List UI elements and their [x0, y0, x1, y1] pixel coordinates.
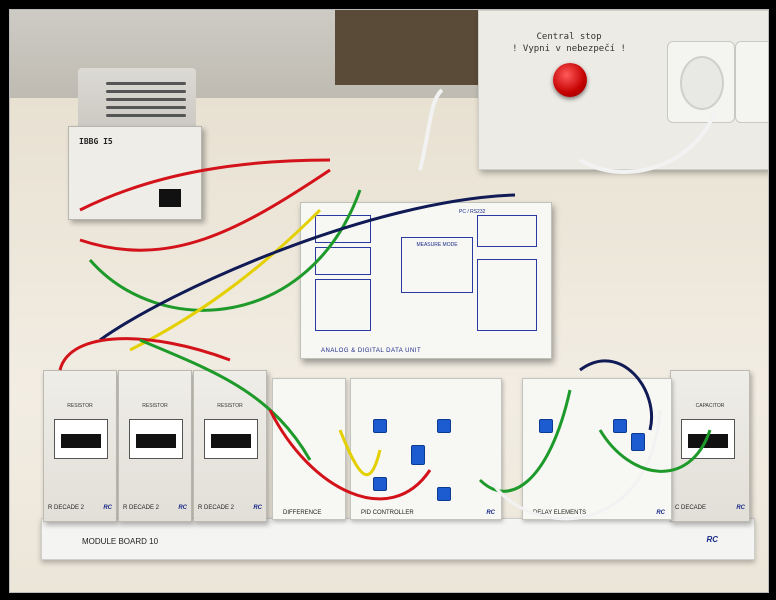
patch-wires [58, 88, 717, 521]
red-wire [79, 158, 331, 212]
decade-rc-logo: RC [736, 505, 745, 511]
daq-tag: PC / RS232 [459, 209, 486, 215]
module-rc-logo: RC [486, 510, 495, 516]
green-wire [139, 338, 312, 461]
decade-dial[interactable] [211, 434, 251, 448]
potentiometer[interactable] [373, 419, 387, 433]
decade-title: RESISTOR [217, 403, 243, 409]
red-wire [268, 409, 432, 501]
control-cabinet: Central stop ! Vypni v nebezpečí ! [478, 10, 768, 170]
module-name: PID CONTROLLER [361, 510, 414, 516]
delay-elements-module: DELAY ELEMENTS RC [522, 378, 672, 520]
decade-name: R DECADE 2 [48, 505, 85, 511]
module-rc-logo: RC [656, 510, 665, 516]
yellow-wire [338, 429, 382, 476]
potentiometer[interactable] [613, 419, 627, 433]
green-wire [88, 189, 362, 312]
photo-frame: Central stop ! Vypni v nebezpečí ! IBBG … [9, 9, 769, 593]
power-socket-left [667, 41, 735, 123]
daq-block [477, 259, 537, 331]
vent [106, 82, 186, 85]
pid-controller-module: PID CONTROLLER RC [350, 378, 502, 520]
daq-center-label: MEASURE MODE [416, 242, 458, 248]
psu-power-switch[interactable] [159, 189, 181, 207]
navy-wire [99, 193, 516, 342]
board-label: MODULE BOARD 10 [82, 537, 159, 546]
potentiometer[interactable] [373, 477, 387, 491]
decade-dial[interactable] [688, 434, 728, 448]
module-name: DELAY ELEMENTS [533, 510, 587, 516]
potentiometer[interactable] [437, 419, 451, 433]
emergency-stop-button[interactable] [553, 63, 587, 97]
yellow-wire [129, 208, 322, 352]
decade-dial[interactable] [136, 434, 176, 448]
module-name: DIFFERENCE [283, 510, 322, 516]
decade-window [54, 419, 108, 459]
green-wire [598, 429, 712, 473]
green-wire [478, 389, 572, 493]
daq-block [477, 215, 537, 247]
decade-window [129, 419, 183, 459]
plug [680, 56, 724, 110]
resistor-decade: RESISTOR R DECADE 2 RC [118, 370, 192, 522]
daq-title: ANALOG & DIGITAL DATA UNIT [321, 348, 422, 354]
decade-rc-logo: RC [253, 505, 262, 511]
decade-title: CAPACITOR [695, 403, 725, 409]
red-wire [58, 337, 231, 371]
module-board: MODULE BOARD 10 RC [41, 518, 755, 560]
white-cable [578, 109, 717, 174]
capacitor-decade: CAPACITOR C DECADE RC [670, 370, 750, 522]
decade-rc-logo: RC [103, 505, 112, 511]
potentiometer[interactable] [539, 419, 553, 433]
daq-block [315, 279, 371, 331]
decade-name: R DECADE 2 [198, 505, 235, 511]
board-rc-logo: RC [706, 535, 718, 544]
red-wire [79, 168, 331, 252]
vent [106, 98, 186, 101]
decade-window [681, 419, 735, 459]
potentiometer[interactable] [411, 445, 425, 465]
white-cable [418, 88, 444, 171]
power-socket-right [735, 41, 768, 123]
white-wire [488, 409, 662, 521]
central-stop-subtitle: ! Vypni v nebezpečí ! [512, 44, 626, 54]
decade-window [204, 419, 258, 459]
daq-center-block: MEASURE MODE [401, 237, 473, 293]
navy-wire [579, 359, 653, 431]
decade-name: C DECADE [675, 505, 707, 511]
resistor-decade: RESISTOR R DECADE 2 RC [193, 370, 267, 522]
central-stop-title: Central stop [536, 32, 602, 42]
wall-panel [335, 10, 485, 85]
decade-dial[interactable] [61, 434, 101, 448]
decade-rc-logo: RC [178, 505, 187, 511]
potentiometer[interactable] [437, 487, 451, 501]
psu-label: IBBG I5 [79, 137, 113, 146]
resistor-decade: RESISTOR R DECADE 2 RC [43, 370, 117, 522]
central-stop-label: Central stop ! Vypni v nebezpečí ! [509, 31, 629, 55]
decade-title: RESISTOR [142, 403, 168, 409]
vent [106, 90, 186, 93]
decade-name: R DECADE 2 [123, 505, 160, 511]
potentiometer[interactable] [631, 433, 645, 451]
vent [106, 106, 186, 109]
daq-block [315, 215, 371, 243]
difference-module: DIFFERENCE [272, 378, 346, 520]
vent [106, 114, 186, 117]
decade-title: RESISTOR [67, 403, 93, 409]
